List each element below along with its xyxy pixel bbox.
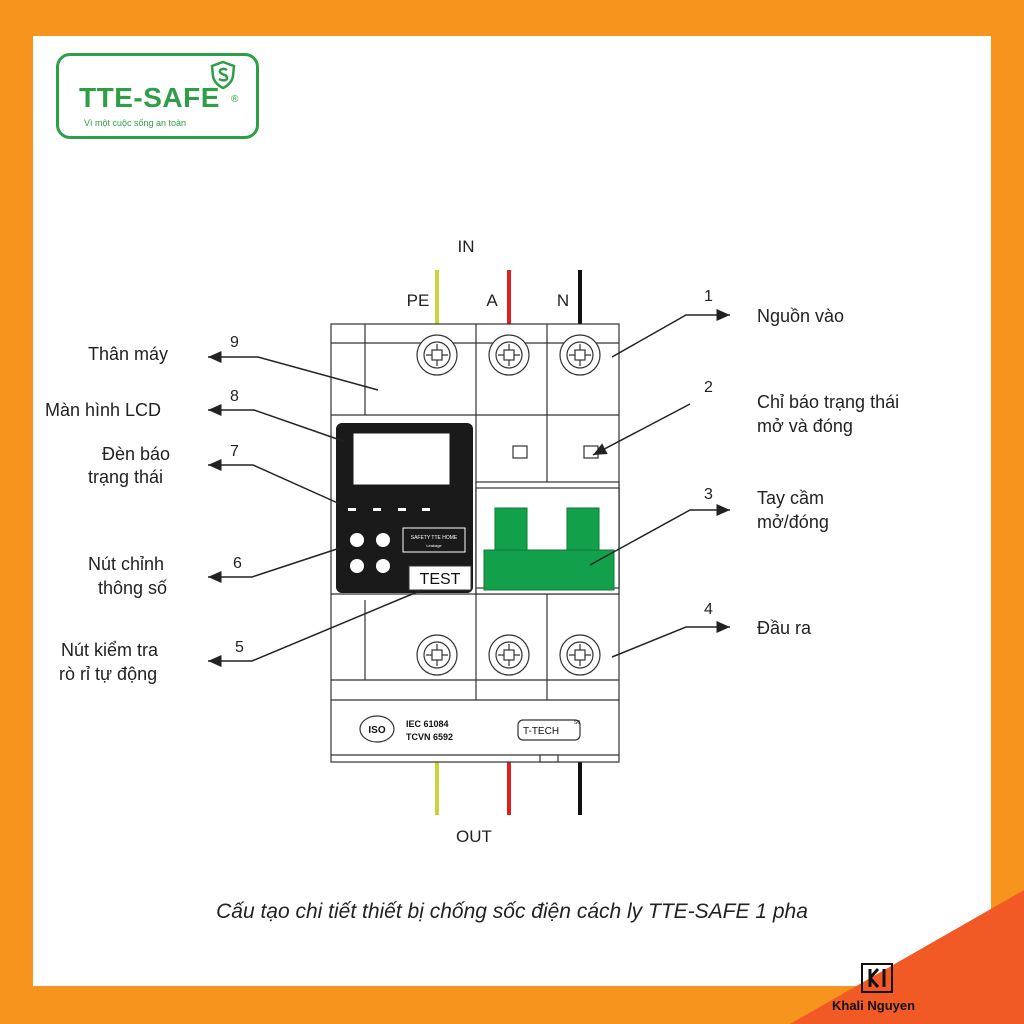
- label-status-indicator-line2: mở và đóng: [757, 416, 853, 436]
- terminal-screw-bottom-n: [559, 634, 601, 676]
- pe-label: PE: [407, 291, 430, 310]
- callout-number-6: 6: [233, 555, 242, 572]
- maker-badge: [517, 719, 581, 741]
- callout-number-9: 9: [230, 334, 239, 351]
- label-output: Đầu ra: [757, 618, 812, 638]
- leader-1: [611, 309, 730, 358]
- leader-3: [589, 504, 730, 566]
- label-status-indicator-line1: Chỉ báo trạng thái: [757, 392, 900, 412]
- panel-label-2: Leakage: [426, 543, 442, 548]
- maker-sup: S0: [574, 720, 580, 726]
- callout-number-8: 8: [230, 388, 239, 405]
- adjust-button-4[interactable]: [376, 559, 390, 573]
- label-handle-line1: Tay cầm: [757, 488, 825, 508]
- iso-text: ISO: [368, 725, 385, 736]
- shield-icon: [210, 60, 236, 90]
- test-button-label: TEST: [420, 571, 461, 588]
- leader-4: [611, 621, 730, 658]
- label-lcd: Màn hình LCD: [45, 400, 162, 420]
- leader-2: [592, 403, 691, 456]
- label-power-input: Nguồn vào: [757, 306, 845, 326]
- label-test-button-line2: rò rỉ tự động: [59, 664, 158, 684]
- label-status-lights-line1: Đèn báo: [102, 444, 171, 464]
- terminal-screw-bottom-pe: [416, 634, 458, 676]
- n-label: N: [557, 291, 569, 310]
- status-indicator-n: [583, 445, 599, 459]
- callout-number-5: 5: [235, 639, 244, 656]
- logo-title: TTE-SAFE: [79, 82, 220, 113]
- label-status-lights-line2: trạng thái: [88, 467, 164, 487]
- leader-8: [208, 404, 344, 442]
- leader-9: [208, 351, 379, 391]
- status-leds: [348, 508, 430, 511]
- label-test-button-line1: Nút kiểm tra: [61, 640, 159, 660]
- terminal-screw-top-a: [488, 334, 530, 376]
- adjust-button-1[interactable]: [350, 533, 364, 547]
- brand-name: Khali Nguyen: [832, 998, 916, 1013]
- maker-text: T-TECH: [523, 726, 559, 737]
- panel-label-box: [402, 527, 466, 553]
- test-button[interactable]: [408, 565, 472, 591]
- callout-number-7: 7: [230, 443, 239, 460]
- label-handle-line2: mở/đóng: [757, 512, 829, 532]
- switch-handle-bar[interactable]: [483, 549, 615, 591]
- callout-number-1: 1: [704, 288, 713, 305]
- adjust-button-3[interactable]: [350, 559, 364, 573]
- leader-5: [208, 589, 423, 667]
- terminal-screw-top-pe: [416, 334, 458, 376]
- lcd-screen: [353, 433, 450, 485]
- label-adjust-buttons-line1: Nút chỉnh: [88, 554, 165, 574]
- a-label: A: [486, 291, 498, 310]
- adjust-button-2[interactable]: [376, 533, 390, 547]
- panel-label-1: SAFETY TTE HOME: [411, 535, 458, 541]
- label-adjust-buttons-line2: thông số: [98, 578, 168, 598]
- terminal-screw-top-n: [559, 334, 601, 376]
- caption: Cấu tạo chi tiết thiết bị chống sốc điện…: [216, 900, 808, 923]
- leader-6: [208, 547, 341, 583]
- out-label: OUT: [456, 827, 492, 846]
- logo-registered: ®: [231, 94, 239, 105]
- logo: TTE-SAFE ® Vì một cuộc sống an toàn: [56, 53, 259, 139]
- switch-handle-right[interactable]: [566, 507, 600, 557]
- standard-iec: IEC 61084: [406, 719, 449, 729]
- callout-number-3: 3: [704, 486, 713, 503]
- iso-badge: [359, 715, 395, 743]
- leader-7: [208, 459, 341, 505]
- brand-mark-icon: [861, 963, 893, 993]
- status-indicator-a: [512, 445, 528, 459]
- logo-tagline: Vì một cuộc sống an toàn: [84, 118, 187, 128]
- callout-number-4: 4: [704, 601, 713, 618]
- standard-tcvn: TCVN 6592: [406, 732, 453, 742]
- switch-handle-left[interactable]: [494, 507, 528, 557]
- in-label: IN: [458, 237, 475, 256]
- label-body: Thân máy: [88, 344, 169, 364]
- terminal-screw-bottom-a: [488, 634, 530, 676]
- callout-number-2: 2: [704, 379, 713, 396]
